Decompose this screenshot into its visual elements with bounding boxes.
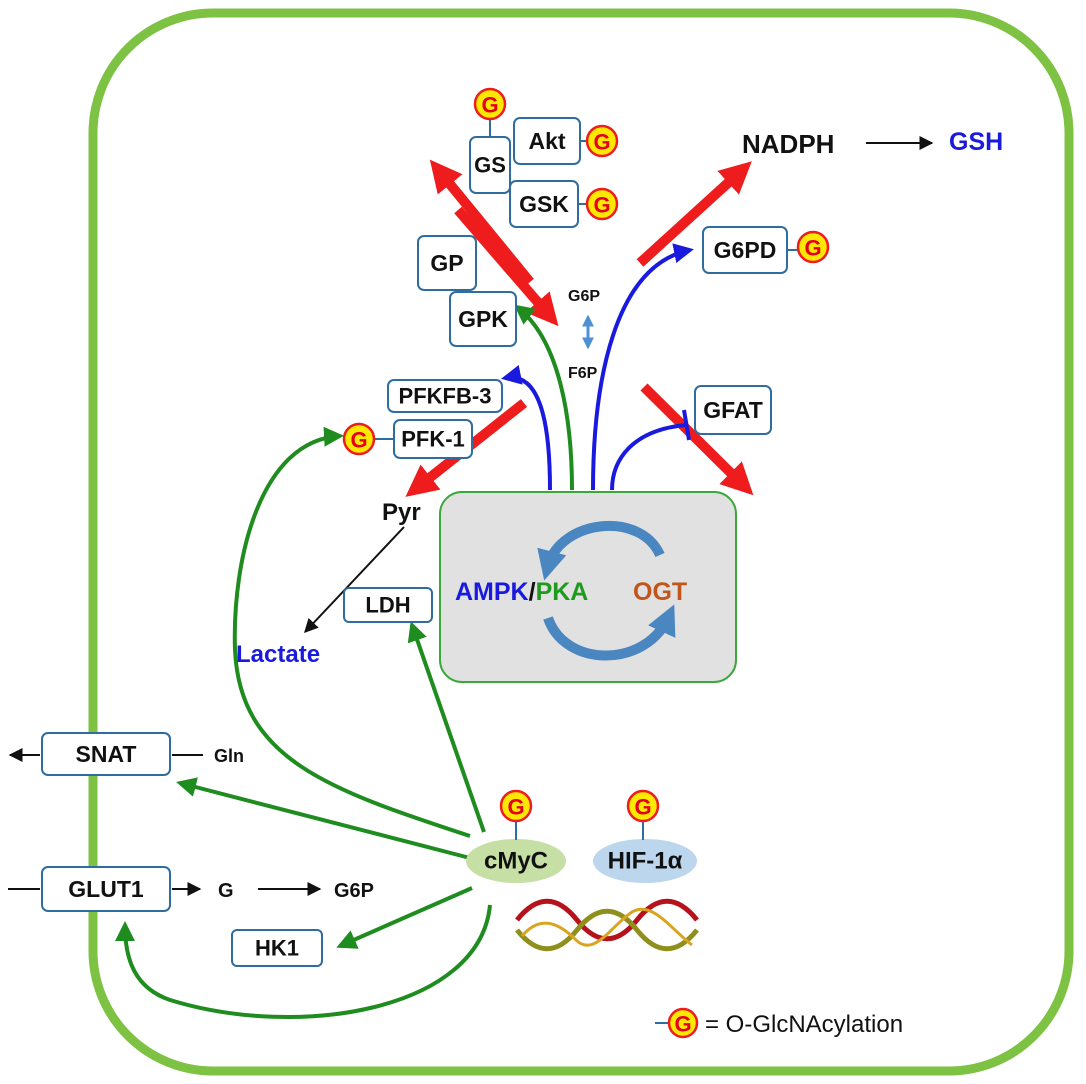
glcnac-on-cmyc: G [499,789,533,823]
red-arrow-to-hexosamine [640,383,754,496]
gpk-box: GPK [449,291,517,347]
svg-text:Akt: Akt [528,128,565,154]
g6p-top-label: G6P [568,288,600,305]
gs-box: GS [469,136,511,194]
gp-box: GP [417,235,477,291]
svg-text:G: G [350,428,367,453]
svg-text:SNAT: SNAT [76,741,137,767]
svg-text:HK1: HK1 [255,936,299,961]
lactate-label: Lactate [236,641,320,668]
green-arrow-to-hk1 [336,886,473,949]
svg-text:G: G [593,193,610,218]
svg-text:GSK: GSK [519,191,569,217]
glut1-box: GLUT1 [41,866,171,912]
svg-text:G6PD: G6PD [714,237,777,263]
svg-text:GLUT1: GLUT1 [68,876,144,902]
green-arrow-to-snat [176,777,471,860]
legend-text: = O-GlcNAcylation [705,1011,903,1038]
arrow-pyr-lactate [304,526,405,634]
red-arrow-to-glycogen [429,159,534,286]
cmyc-label: cMyC [484,848,548,875]
svg-text:GPK: GPK [458,306,508,332]
svg-text:PFKFB-3: PFKFB-3 [399,384,492,409]
glcnac-symbols: G G G G G G G [342,87,830,823]
cmyc-ellipse [466,839,566,883]
hub-cycle-arrow-bottom [543,604,676,661]
pfkfb3-box: PFKFB-3 [387,379,503,413]
pfk1-box: PFK-1 [393,419,473,459]
snat-box: SNAT [41,732,171,776]
ldh-box: LDH [343,587,433,623]
svg-text:GS: GS [474,153,506,178]
blue-inhibit-bar [682,409,691,441]
svg-text:G: G [481,93,498,118]
hif-label: HIF-1α [608,848,683,875]
glcnac-on-gsk: G [585,187,619,221]
blue-arrow-to-g6pd [591,243,694,491]
f6p-label: F6P [568,365,598,382]
red-arrow-from-glycogen [454,206,559,327]
blue-inhibit-gfat [610,423,687,491]
transcription-factors: cMyC HIF-1α [466,820,697,883]
hif-ellipse [593,839,697,883]
hk1-box: HK1 [231,929,323,967]
gsk-box: GSK [509,180,579,228]
svg-text:G: G [804,236,821,261]
dna-helix-icon [515,898,699,952]
glcnac-on-gs: G [473,87,507,121]
glcnac-on-g6pd: G [796,230,830,264]
svg-text:LDH: LDH [365,593,410,618]
green-arrow-to-gpk [513,304,574,491]
gln-label: Gln [214,746,244,766]
svg-text:GFAT: GFAT [703,397,763,423]
ampk-label: AMPK/PKA [455,578,588,606]
gfat-box: GFAT [694,385,772,435]
red-arrow-to-nadph [636,161,752,267]
g6p-bottom-label: G6P [334,880,374,902]
svg-text:G: G [634,795,651,820]
svg-text:G: G [593,130,610,155]
green-arrow-to-pfk1 [232,426,471,838]
glcnac-on-akt: G [585,124,619,158]
g6pd-box: G6PD [702,226,788,274]
glcnac-on-hif: G [626,789,660,823]
metabolite-labels: NADPH GSH G6P F6P Pyr Lactate Gln G G6P [214,128,1003,902]
pyr-label: Pyr [382,499,421,526]
gsh-label: GSH [949,128,1003,156]
legend: G = O-GlcNAcylation [655,1007,903,1039]
green-regulation-arrows [115,304,574,1020]
green-arrow-to-glut1 [115,904,492,1020]
protein-boxes: GS Akt GSK GP GPK G6PD PFKFB-3 PFK-1 GFA… [41,117,788,967]
legend-glcnac-icon: G [667,1007,699,1039]
svg-text:G: G [674,1012,691,1037]
blue-arrow-to-pfkfb3 [501,365,552,491]
ampk-pka-ogt-hub: AMPK/PKA OGT [439,491,737,683]
akt-box: Akt [513,117,581,165]
blue-regulation-arrows [501,243,694,491]
g-label: G [218,880,234,902]
green-arrow-to-ldh [407,621,486,833]
black-arrows [8,136,934,896]
glcnac-on-pfk1: G [342,422,376,456]
nadph-label: NADPH [742,129,834,159]
hub-cycle-arrow-top [537,520,665,581]
svg-text:PFK-1: PFK-1 [401,427,465,452]
svg-text:G: G [507,795,524,820]
ogt-label: OGT [633,578,687,606]
svg-text:GP: GP [430,250,463,276]
